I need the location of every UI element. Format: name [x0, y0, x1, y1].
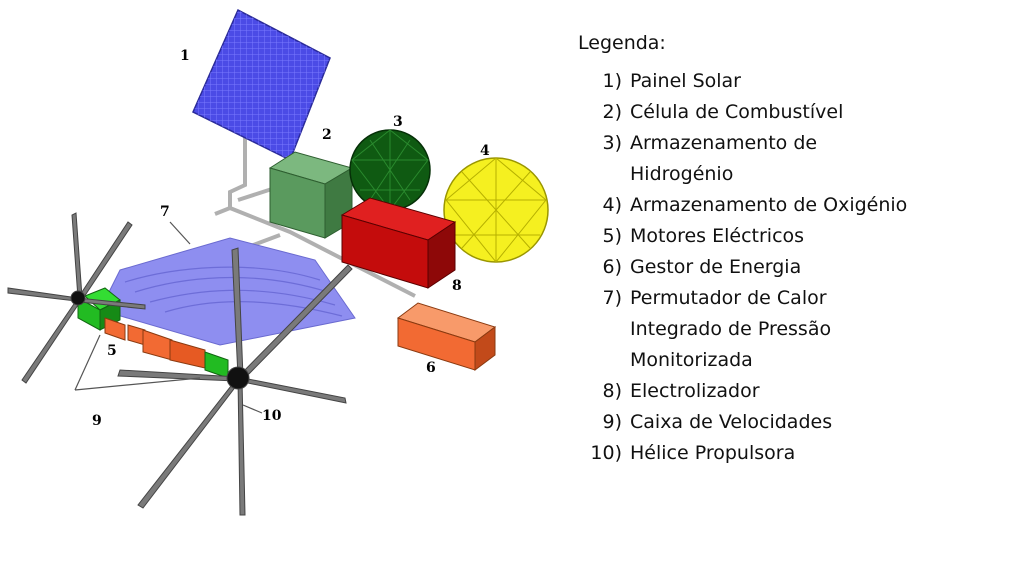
legend-item-number: 9) [602, 411, 622, 433]
legend-item: 5) Motores Eléctricos [578, 221, 1023, 252]
label-3: 3 [393, 114, 403, 130]
legend-item-text: Painel Solar [630, 66, 1023, 97]
legend-item-text: Armazenamento de Hidrogénio [630, 128, 1023, 190]
legend-item-text: Hélice Propulsora [630, 438, 1023, 469]
legend-item-line: Painel Solar [630, 70, 741, 92]
label-8: 8 [452, 278, 462, 294]
label-2: 2 [322, 127, 332, 143]
motor-assembly [77, 287, 229, 379]
legend-item-line: Caixa de Velocidades [630, 411, 833, 433]
solar-panel [192, 8, 331, 162]
legend-item-number: 3) [602, 132, 622, 154]
legend-item-line: Armazenamento de [630, 132, 818, 154]
label-10: 10 [262, 408, 282, 424]
legend-item-line: Monitorizada [630, 349, 753, 371]
legend-item: 10) Hélice Propulsora [578, 438, 1023, 469]
left-propeller [7, 212, 146, 384]
legend-item: 8) Electrolizador [578, 376, 1023, 407]
legend-item-number: 2) [602, 101, 622, 123]
legend-item: 2) Célula de Combustível [578, 97, 1023, 128]
right-propeller [117, 247, 353, 516]
legend-item-number: 4) [602, 194, 622, 216]
legend-title: Legenda: [578, 32, 666, 54]
label-6: 6 [426, 360, 436, 376]
label-5: 5 [107, 343, 117, 359]
label-9: 9 [92, 413, 102, 429]
legend-item-text: Caixa de Velocidades [630, 407, 1023, 438]
legend-item: 9) Caixa de Velocidades [578, 407, 1023, 438]
legend: Legenda: 1) Painel Solar 2) Célula de Combu… [578, 26, 1023, 469]
legend-item-line: Armazenamento de Oxigénio [630, 194, 908, 216]
label-4: 4 [480, 143, 490, 159]
electrolyzer-box [340, 197, 457, 289]
legend-item-line: Permutador de Calor [630, 287, 827, 309]
legend-item-text: Célula de Combustível [630, 97, 1023, 128]
aircraft-system-diagram: 1 2 3 4 5 6 7 8 9 10 [7, 8, 549, 516]
energy-manager-box [396, 302, 497, 371]
legend-item: 6) Gestor de Energia [578, 252, 1023, 283]
fuel-cell-cube [268, 151, 354, 239]
legend-item-line: Motores Eléctricos [630, 225, 805, 247]
legend-item-line: Célula de Combustível [630, 101, 844, 123]
legend-item-number: 6) [602, 256, 622, 278]
hydrogen-tank-sphere [349, 129, 431, 211]
label-1: 1 [180, 48, 190, 64]
legend-item-number: 5) [602, 225, 622, 247]
legend-item-line: Gestor de Energia [630, 256, 802, 278]
legend-item-text: Armazenamento de Oxigénio [630, 190, 1023, 221]
heat-exchanger-wing [99, 237, 356, 346]
legend-item-line: Electrolizador [630, 380, 760, 402]
legend-item: 4) Armazenamento de Oxigénio [578, 190, 1023, 221]
legend-item-line: Hélice Propulsora [630, 442, 796, 464]
legend-item-line: Hidrogénio [630, 163, 734, 185]
label-7: 7 [160, 204, 170, 220]
legend-item-number: 8) [602, 380, 622, 402]
legend-item-line: Integrado de Pressão [630, 318, 832, 340]
legend-item: 3) Armazenamento de Hidrogénio [578, 128, 1023, 190]
legend-item-text: Electrolizador [630, 376, 1023, 407]
legend-item: 1) Painel Solar [578, 66, 1023, 97]
leader-lines [74, 221, 263, 414]
legend-item-number: 10) [590, 442, 622, 464]
legend-item-text: Gestor de Energia [630, 252, 1023, 283]
oxygen-tank-sphere [443, 157, 549, 263]
legend-item-number: 1) [602, 70, 622, 92]
legend-list: 1) Painel Solar 2) Célula de Combustível 3) A… [578, 66, 1023, 469]
legend-item-text: Motores Eléctricos [630, 221, 1023, 252]
legend-item-number: 7) [602, 287, 622, 309]
